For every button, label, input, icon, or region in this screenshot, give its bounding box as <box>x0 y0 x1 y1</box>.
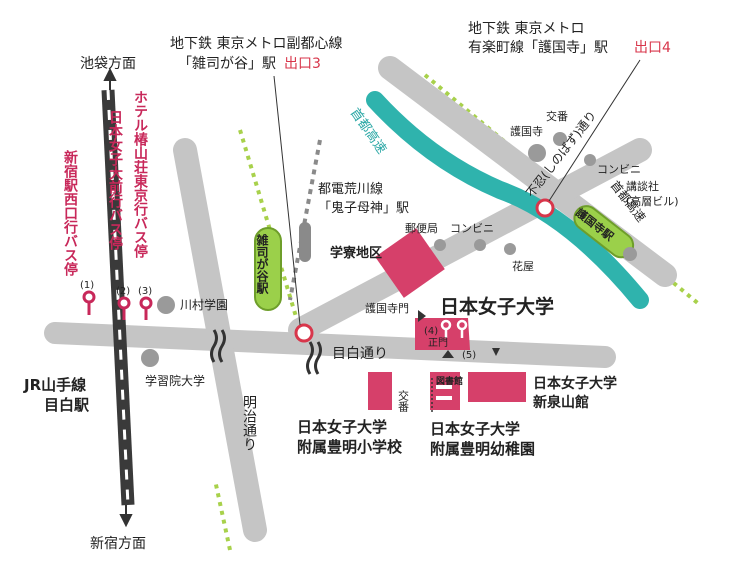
yurakucho-line-label: 地下鉄 東京メトロ <box>468 21 584 37</box>
fukutoshin-station-label: 「雑司が谷」駅 <box>178 56 276 72</box>
florist-label: 花屋 <box>512 260 534 273</box>
shinjuku-direction: 新宿方面 <box>90 535 146 552</box>
bus-stop-hotel-label: ホテル椿山荘東京行バス停 <box>132 90 149 259</box>
bus-stop-5: (5) <box>462 350 476 361</box>
gokokuji-temple-label: 護国寺 <box>510 124 543 138</box>
meiji-road <box>173 138 267 542</box>
izumiyama-building <box>468 372 526 402</box>
main-gate-label: 正門 <box>428 337 448 349</box>
kodansha-label: 講談社 <box>626 179 659 193</box>
zoshigaya-badge-label: 雑司が谷駅 <box>255 233 269 295</box>
campus-buildings <box>368 228 526 410</box>
road-break-marks <box>210 329 322 375</box>
gakushuin-label: 学習院大学 <box>145 373 205 388</box>
kinder-label-1: 日本女子大学 <box>430 420 520 438</box>
elementary-building <box>368 372 392 410</box>
diagonal-road <box>288 138 652 342</box>
koban-label-2: 交番 <box>397 389 410 413</box>
jr-mejiro-station-label: 目白駅 <box>44 396 90 414</box>
conveni-label-2: コンビニ <box>450 222 494 235</box>
main-campus-building <box>415 318 470 350</box>
meiji-road-label: 明治通り <box>241 395 257 451</box>
library-mark <box>436 385 452 400</box>
ikebukuro-direction: 池袋方面 <box>80 56 136 72</box>
izumiyama-label-1: 日本女子大学 <box>533 375 617 392</box>
bus-stop-nihonjoshi-label: 日本女子大前行バス停 <box>107 110 124 251</box>
toden-line <box>288 139 322 301</box>
gate-arrows <box>418 310 500 358</box>
conveni-label-1: コンビニ <box>597 163 641 176</box>
library-label: 図書館 <box>436 375 463 387</box>
bus-stop-2: (2) <box>116 286 130 297</box>
gakuryo-label: 学寮地区 <box>330 245 382 261</box>
toden-station-label: 「鬼子母神」駅 <box>318 200 409 216</box>
elementary-label-2: 附属豊明小学校 <box>297 438 403 456</box>
kodansha-sub-label: (高層ビル) <box>626 194 679 208</box>
bus-stop-4: (4) <box>424 326 438 337</box>
bus-stop-3: (3) <box>138 286 152 297</box>
exit4-marker <box>535 198 555 218</box>
exit3-marker <box>294 323 314 343</box>
bus-stop-pins <box>82 290 153 320</box>
main-campus-label: 日本女子大学 <box>440 295 554 318</box>
toden-station-marker <box>299 222 311 262</box>
kawamura-label: 川村学園 <box>180 297 228 312</box>
mejiro-road <box>44 322 616 368</box>
yurakucho-station-label: 有楽町線「護国寺」駅 <box>468 40 608 56</box>
bus-stop-1: (1) <box>80 280 94 291</box>
shuto-expressway <box>366 91 649 309</box>
jr-yamanote-railway <box>101 89 135 506</box>
gokokuji-gate-label: 護国寺門 <box>365 301 409 315</box>
landmark-dots <box>141 132 637 367</box>
exit4-label: 出口4 <box>634 40 671 56</box>
direction-arrows <box>103 67 133 528</box>
mejiro-road-label: 目白通り <box>332 346 388 362</box>
zoshigaya-badge <box>254 227 282 311</box>
toden-line-label: 都電荒川線 <box>318 181 383 197</box>
izumiyama-label-2: 新泉山館 <box>533 394 589 411</box>
campus-bus-pins <box>440 319 468 338</box>
exit3-label: 出口3 <box>284 56 321 72</box>
jr-line-label: JR山手線 <box>23 376 86 394</box>
bus-stop-shinjuku-label: 新宿駅西口行バス停 <box>62 149 79 277</box>
elementary-label-1: 日本女子大学 <box>297 418 387 436</box>
post-office-label: 郵便局 <box>405 222 438 235</box>
koban-label-1: 交番 <box>546 109 568 123</box>
gakuryo-building <box>375 228 445 298</box>
fukutoshin-line-label: 地下鉄 東京メトロ副都心線 <box>170 36 342 52</box>
kinder-label-2: 附属豊明幼稚園 <box>430 440 535 458</box>
